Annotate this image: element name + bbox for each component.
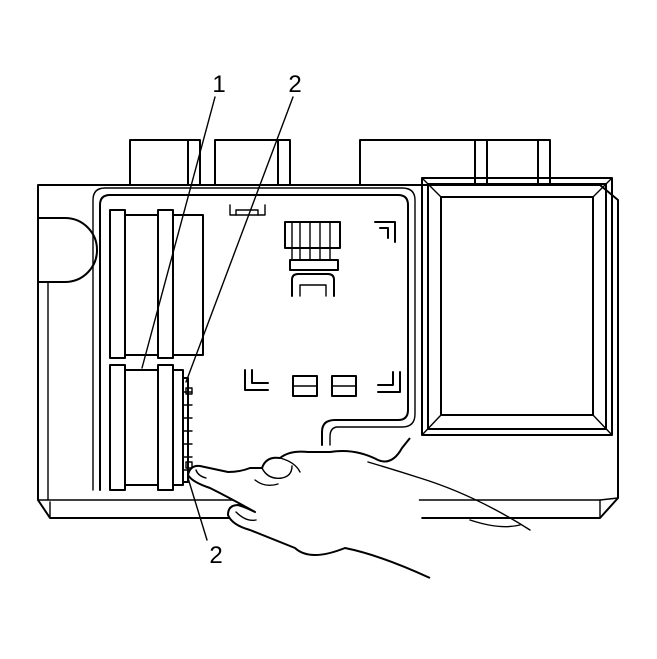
leader-line-2-top bbox=[185, 96, 294, 383]
callout-2-bottom: 2 bbox=[209, 542, 222, 569]
frame-tab bbox=[229, 204, 266, 216]
corner-marks bbox=[244, 221, 401, 393]
leader-line-2-bottom bbox=[187, 477, 208, 541]
upper-fuse-slots bbox=[109, 209, 204, 359]
center-clip bbox=[284, 221, 341, 297]
inner-frame bbox=[92, 187, 416, 491]
leader-lines bbox=[141, 96, 294, 541]
hand-illustration bbox=[187, 437, 531, 579]
callout-2-top: 2 bbox=[288, 71, 301, 98]
leader-line-1 bbox=[141, 96, 216, 369]
relay-blocks bbox=[292, 375, 357, 397]
lower-connector bbox=[109, 364, 193, 491]
top-connectors bbox=[129, 139, 551, 186]
cover-window bbox=[421, 177, 613, 436]
callout-1-top: 1 bbox=[212, 71, 225, 98]
